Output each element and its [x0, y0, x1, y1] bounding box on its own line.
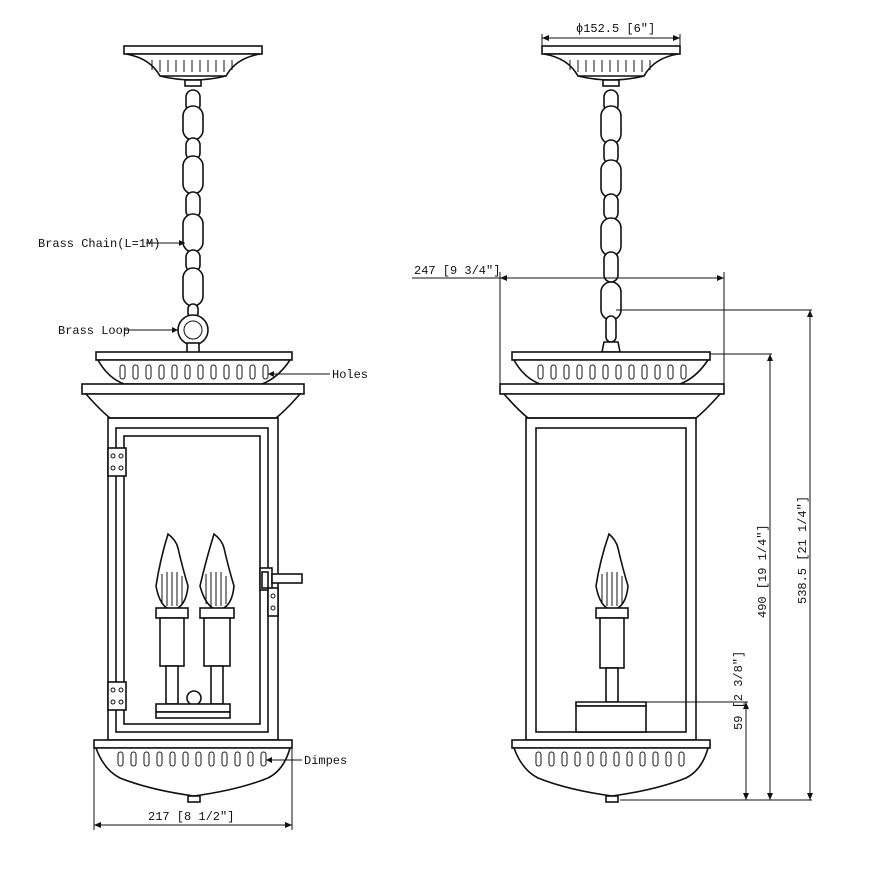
label-brass-loop: Brass Loop — [58, 324, 130, 338]
side-depth-dimension — [412, 272, 725, 384]
front-base-dimples — [117, 751, 267, 767]
front-width-dimension — [93, 748, 293, 830]
label-brass-chain: Brass Chain(L=1M) — [38, 237, 160, 251]
front-body — [107, 417, 303, 741]
side-height-dimensions — [616, 309, 813, 801]
side-canopy — [541, 45, 681, 87]
side-view: ϕ152.5 [6″] — [412, 22, 813, 803]
front-view: Brass Chain(L=1M) Brass Loop Holes Dimpe… — [38, 45, 368, 830]
front-brass-loop — [177, 314, 209, 354]
dim-canopy-diameter: ϕ152.5 [6″] — [576, 22, 655, 36]
front-leaders — [124, 240, 330, 763]
dim-overall-height: 538.5 [21 1/4″] — [796, 496, 810, 604]
front-canopy — [123, 45, 263, 87]
front-roof-holes — [119, 364, 269, 380]
dim-base-height: 59 [2 3/8″] — [732, 651, 746, 730]
side-base — [511, 739, 711, 803]
label-dimpes: Dimpes — [304, 754, 347, 768]
front-chain — [182, 89, 204, 319]
dim-body-depth: 247 [9 3/4″] — [414, 264, 500, 278]
side-candle — [575, 532, 647, 733]
front-base — [93, 739, 293, 803]
side-canopy-dimension — [541, 34, 681, 46]
side-chain — [600, 89, 622, 353]
front-candles — [155, 532, 235, 719]
label-holes: Holes — [332, 368, 368, 382]
side-roof — [499, 351, 725, 419]
front-roof — [81, 351, 305, 419]
dim-body-width: 217 [8 1/2″] — [148, 810, 234, 824]
dim-body-height: 490 [19 1/4″] — [756, 524, 770, 618]
